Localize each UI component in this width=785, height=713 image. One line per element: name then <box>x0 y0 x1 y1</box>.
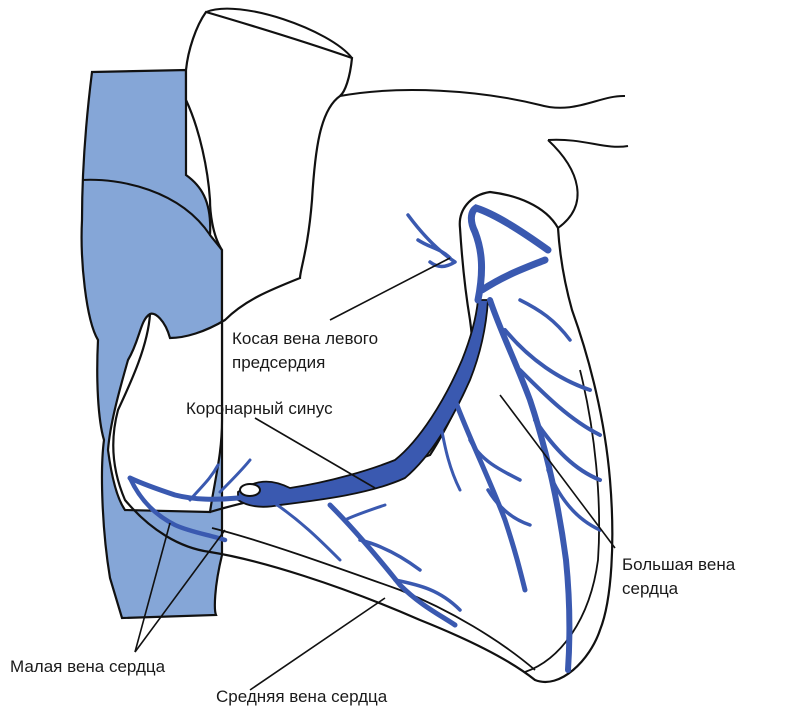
label-great-vein-line2: сердца <box>622 579 679 598</box>
pulmonary-vessel-upper <box>340 90 625 108</box>
posterior-vein-branch-3 <box>440 420 460 490</box>
label-oblique-vein-line2: предсердия <box>232 353 325 372</box>
label-great-vein-line1: Большая вена <box>622 555 736 574</box>
great-cardiac-vein-branch-1 <box>505 330 590 390</box>
great-cardiac-vein <box>471 208 548 300</box>
right-atrium-branch <box>270 500 340 560</box>
pointer-great-vein <box>500 395 615 548</box>
pointer-oblique-vein <box>330 258 450 320</box>
middle-cardiac-vein-branch-3 <box>345 505 385 520</box>
label-small-vein: Малая вена сердца <box>10 657 166 676</box>
label-oblique-vein-line1: Косая вена левого <box>232 329 378 348</box>
great-cardiac-vein-branch-5 <box>520 300 570 340</box>
label-coronary-sinus: Коронарный синус <box>186 399 333 418</box>
pointer-middle-vein <box>250 598 385 690</box>
pulmonary-vessel-lower <box>548 140 628 228</box>
coronary-sinus-opening <box>240 484 260 496</box>
label-middle-vein: Средняя вена сердца <box>216 687 388 706</box>
pointer-coronary-sinus <box>255 418 375 488</box>
